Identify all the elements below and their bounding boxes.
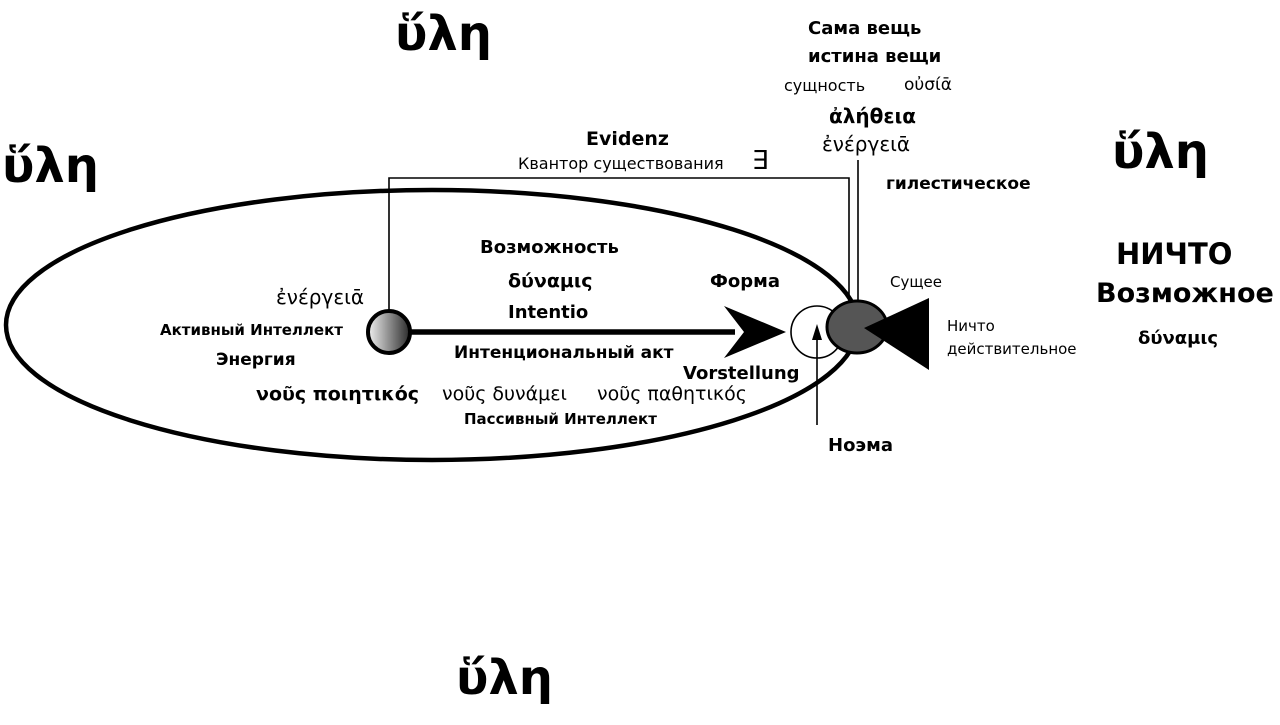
noema-pointer-arrowhead	[812, 324, 822, 340]
label-passivny-intellekt: Пассивный Интеллект	[464, 410, 657, 428]
label-vozmozhnost: Возможность	[480, 237, 619, 258]
label-forma: Форма	[710, 271, 780, 292]
hyle-label-top: ὕλη	[395, 6, 492, 62]
intentional-act-arrowhead	[724, 306, 786, 358]
label-nous-poietikos: νοῦς ποιητικός	[256, 383, 420, 405]
hyle-label-bottom: ὕλη	[456, 650, 553, 706]
nothing-actual-triangle	[864, 298, 929, 370]
label-nichto: НИЧТО	[1116, 237, 1233, 271]
label-nous-pathetikos: νοῦς παθητικός	[597, 383, 747, 405]
label-istina-veshchi: истина вещи	[808, 46, 942, 67]
label-vozmozhnoe: Возможное	[1096, 278, 1274, 309]
label-vorstellung: Vorstellung	[683, 363, 800, 384]
label-energeia-left: ἐνέργειᾱ	[276, 285, 365, 309]
label-dynamis-right: δύναμις	[1138, 328, 1219, 349]
label-energia: Энергия	[216, 350, 296, 370]
active-intellect-ball	[366, 309, 412, 355]
label-energeia-top: ἐνέργειᾱ	[822, 132, 911, 156]
label-nichto-line2: действительное	[947, 340, 1077, 358]
hyle-label-left: ὕλη	[2, 138, 99, 194]
label-nous-dynamei: νοῦς δυνάμει	[442, 383, 567, 405]
label-sama-veshch: Сама вещь	[808, 18, 922, 39]
label-noema: Ноэма	[828, 435, 893, 456]
label-dynamis: δύναμις	[508, 270, 593, 292]
exists-quantifier-symbol: ∃	[752, 146, 769, 176]
label-nichto-line1: Ничто	[947, 317, 995, 335]
label-kvantor: Квантор существования	[518, 154, 724, 173]
label-gilesticheskoe: гилестическое	[886, 174, 1031, 194]
label-aletheia: ἀλήθεια	[829, 104, 917, 128]
label-aktivny-intellekt: Активный Интеллект	[160, 321, 343, 339]
mind-ellipse	[3, 187, 861, 463]
label-sushchnost: сущность	[784, 76, 866, 95]
evidenz-bracket-line	[388, 177, 850, 312]
label-sushchee: Сущее	[890, 273, 942, 291]
label-intentio: Intentio	[508, 302, 589, 323]
hyle-label-right: ὕλη	[1112, 124, 1209, 180]
label-intentsionalny-akt: Интенциональный акт	[454, 343, 674, 363]
label-ousia: οὐσίᾱ	[904, 75, 952, 95]
label-evidenz: Evidenz	[586, 128, 669, 150]
